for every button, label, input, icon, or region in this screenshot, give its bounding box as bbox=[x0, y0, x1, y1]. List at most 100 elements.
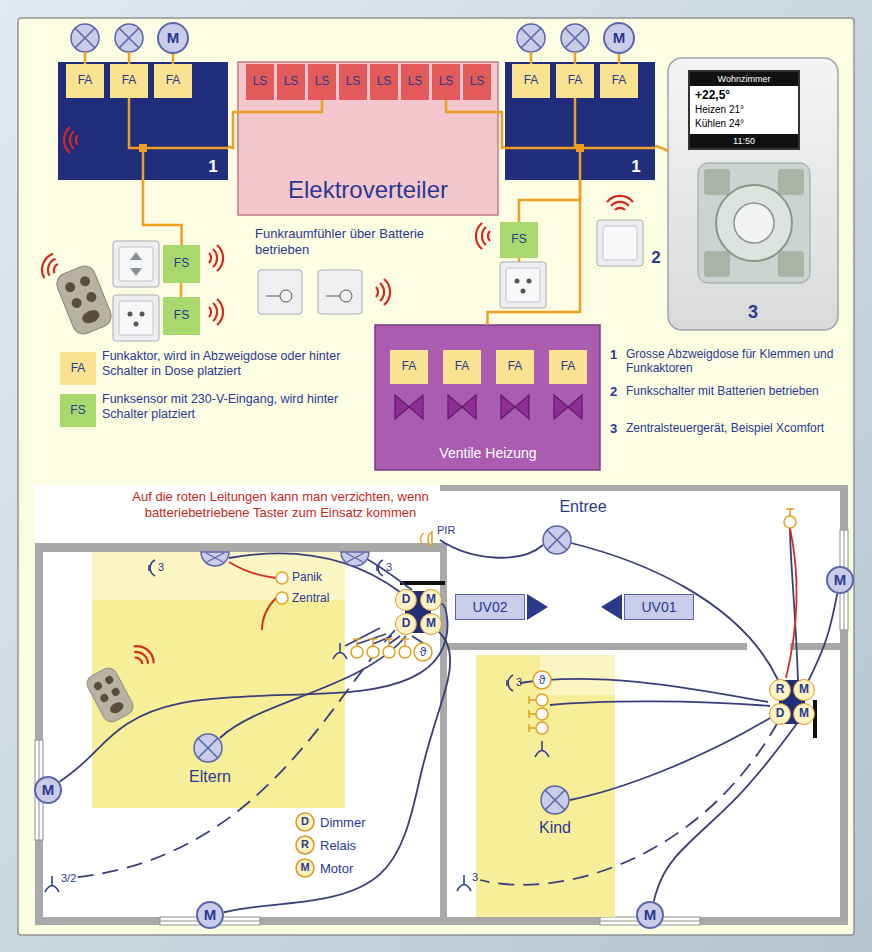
floor-plan bbox=[35, 530, 848, 925]
radio-actuator: FA bbox=[496, 350, 534, 384]
wire bbox=[129, 98, 228, 180]
node-text: Wohnzimmer bbox=[690, 72, 798, 86]
push-button bbox=[276, 509, 796, 734]
floor-plan bbox=[39, 530, 844, 921]
node-text: FA bbox=[455, 360, 470, 374]
radio-waves bbox=[607, 196, 633, 210]
node-text: FA bbox=[402, 360, 417, 374]
socket-symbol bbox=[377, 560, 383, 576]
node-text: LS bbox=[346, 75, 361, 89]
wall-switch bbox=[130, 252, 142, 276]
node-text: LS bbox=[470, 75, 485, 89]
lamp-symbol bbox=[561, 24, 589, 52]
background bbox=[18, 18, 854, 935]
direction-arrow bbox=[527, 594, 622, 620]
installation-wire bbox=[440, 540, 543, 558]
lamp-symbol bbox=[201, 552, 229, 566]
circuit-breaker: LS bbox=[432, 64, 460, 100]
node-text: D bbox=[402, 617, 411, 631]
node-text: 3 bbox=[748, 302, 758, 323]
radio-actuator: FA bbox=[512, 64, 550, 98]
node-text: M bbox=[644, 906, 657, 923]
lamp-symbol bbox=[115, 24, 143, 52]
radio-actuator: FA bbox=[154, 64, 192, 98]
wall-switch bbox=[597, 220, 643, 266]
lamp-symbol bbox=[194, 734, 222, 762]
circuit-breaker: LS bbox=[463, 64, 491, 100]
legend-letter: D bbox=[301, 815, 309, 828]
callout-number: 2 bbox=[610, 384, 617, 400]
push-button bbox=[784, 509, 796, 528]
node-text: FA bbox=[524, 74, 539, 88]
button-label: Zentral bbox=[292, 591, 329, 605]
junction-box-body bbox=[405, 591, 805, 724]
red-note: Auf die roten Leitungen kann man verzich… bbox=[108, 489, 453, 520]
motor-symbol: M bbox=[603, 22, 635, 54]
thermostat-symbol bbox=[533, 671, 551, 689]
wire bbox=[180, 283, 183, 297]
dimmer-symbol: D bbox=[769, 703, 791, 725]
wire-connector bbox=[143, 180, 182, 245]
installation-wire bbox=[70, 630, 395, 878]
motor-symbol: M bbox=[793, 703, 815, 725]
node-text: Kühlen 24° bbox=[690, 117, 798, 131]
junction-box-body bbox=[58, 62, 228, 180]
wire bbox=[518, 258, 521, 262]
sensor-label: PIR bbox=[437, 524, 455, 537]
socket-symbol bbox=[45, 560, 549, 892]
room-name: Kind bbox=[539, 818, 571, 837]
node-text: M bbox=[426, 593, 436, 607]
motor-symbol: M bbox=[420, 589, 442, 611]
node-text: FA bbox=[122, 74, 137, 88]
socket-count: 3 bbox=[158, 561, 164, 574]
radio-sensor: FS bbox=[500, 222, 538, 258]
swatch-code: FA bbox=[71, 361, 86, 375]
direction-arrow bbox=[527, 594, 548, 620]
node-text: FS bbox=[511, 233, 526, 247]
callout-text: Funkschalter mit Batterien betrieben bbox=[626, 384, 841, 398]
junction-box-body bbox=[505, 62, 655, 180]
node-text: UV02 bbox=[472, 599, 507, 615]
node-text: 11:50 bbox=[690, 134, 798, 148]
socket-symbol bbox=[45, 876, 59, 892]
wire-connector bbox=[654, 723, 798, 902]
thermostat-symbol bbox=[414, 643, 551, 689]
node-text: LS bbox=[439, 75, 454, 89]
room-sensor bbox=[258, 270, 362, 314]
legend-text: Funksensor mit 230-V-Eingang, wird hinte… bbox=[102, 392, 347, 422]
radio-waves bbox=[476, 223, 490, 249]
circuit-breaker: LS bbox=[277, 64, 305, 100]
lamp-symbol bbox=[71, 24, 99, 52]
motor-symbol: M bbox=[34, 776, 62, 804]
wire bbox=[85, 52, 655, 350]
node-text: FA bbox=[166, 74, 181, 88]
node-text: LS bbox=[377, 75, 392, 89]
floor-plan bbox=[35, 485, 848, 925]
wall-switch bbox=[515, 279, 532, 294]
control-unit-body bbox=[778, 251, 804, 277]
node-text: M bbox=[799, 683, 809, 697]
circuit-breaker: LS bbox=[246, 64, 274, 100]
node-text: Heizen 21° bbox=[690, 103, 798, 117]
radio-actuator: FA bbox=[556, 64, 594, 98]
floor-plan bbox=[35, 543, 440, 552]
node-text: LS bbox=[408, 75, 423, 89]
node-text: FS bbox=[174, 309, 189, 323]
radio-waves bbox=[64, 127, 78, 153]
callout-number: 1 bbox=[610, 347, 617, 363]
legend-text: Dimmer bbox=[320, 815, 366, 831]
red-wire bbox=[229, 528, 797, 678]
node-text: FA bbox=[568, 74, 583, 88]
dimmer-symbol: D bbox=[395, 589, 417, 611]
floor-plan bbox=[447, 643, 747, 650]
callout-number: 3 bbox=[610, 421, 617, 437]
node-text: Elektroverteiler bbox=[288, 176, 448, 204]
installation-wire bbox=[571, 543, 778, 680]
push-button bbox=[276, 572, 288, 584]
bed bbox=[92, 552, 345, 808]
wall-switch bbox=[53, 220, 643, 341]
distribution-board-body bbox=[238, 62, 498, 215]
socket-count: 3/2 bbox=[61, 872, 76, 885]
installation-wire bbox=[480, 722, 778, 885]
